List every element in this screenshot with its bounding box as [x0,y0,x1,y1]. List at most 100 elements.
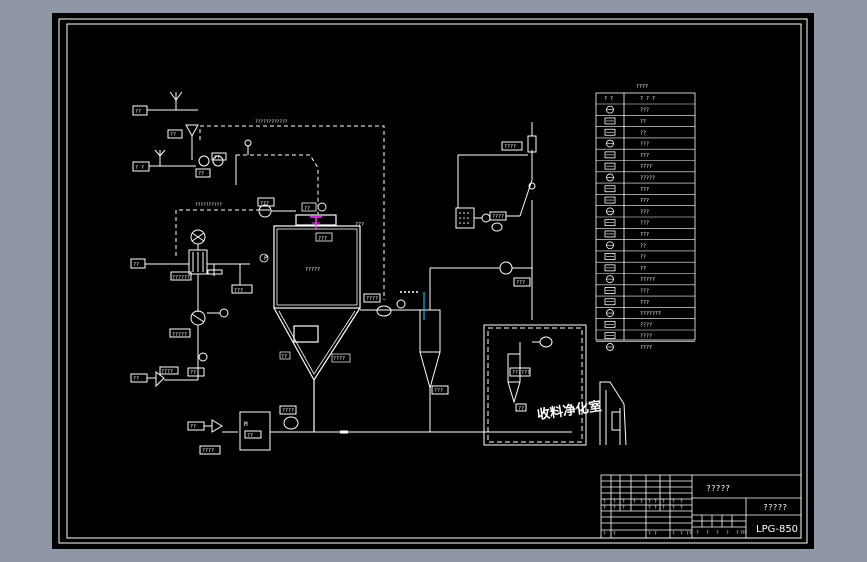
filter-low-label: ????? [172,332,187,338]
title-block-cell: ? [654,505,657,511]
title-block-cell: ? [648,505,651,511]
title-block-cell: ? [613,531,616,537]
legend-row-label: ??? [640,108,649,114]
legend-row-label: ??? [640,198,649,204]
tower-tag: ??? [355,222,364,228]
tank-mark: M [244,421,248,428]
title-block-cell: ? [672,505,675,511]
bottom-tag: ?? [281,354,287,360]
feed-inlet-label: ?? [133,376,139,382]
title-block-cell: ? [662,505,665,511]
title-block-cell: ? [603,505,606,511]
legend-row-label: ?? [640,243,646,249]
motor-icon [604,264,616,272]
damper-icon [604,185,616,193]
title-block-scale: ? [706,530,709,536]
pump-tag-2: ?? [214,155,220,161]
legend-row-label: ?? [640,130,646,136]
flowmeter-icon [606,241,614,250]
silencer-icon [606,343,614,351]
exhaust-grid [459,212,469,224]
atomizer-icon [604,320,616,328]
title-block-cell: ? [654,499,657,505]
atomizer-tag: ??? [318,236,327,242]
title-block-cell: ? [633,499,636,505]
fan-top-label: ??? [260,201,269,207]
water-tag-2: ??? [234,288,243,294]
title-block-cell: ? [689,531,692,537]
bottom-tag-box [279,351,291,360]
title-block-scale: ? [744,530,747,536]
pump-tag: ?? [198,171,204,177]
title-box-1: ????? [706,484,730,493]
legend-row-label: ????? [640,277,655,283]
title-block-scale: ? [742,530,745,536]
relief-valve-icon [604,162,616,170]
pump-bottom-label: ?? [190,424,196,430]
top-line-label: ???????????? [255,119,288,125]
filter-tag: ?? [170,132,176,138]
valve-icon [604,117,616,125]
air-inlet-system [132,91,252,185]
title-block-cell: ? [613,505,616,511]
duct-flow-marks [400,291,418,293]
title-block-cell: ? [680,531,683,537]
title-block-scale: ? [736,530,739,536]
atomizer-icon[interactable] [310,216,322,230]
outlet-tag: ???? [333,356,345,362]
title-block-cell: ? [603,531,606,537]
title-block-cell: ? [648,531,651,537]
legend-row-label: ??? [640,209,649,215]
drying-tower [273,214,361,432]
feed-system [130,358,572,455]
title-block-scale: ? [726,530,729,536]
feed-valve-label: ?? [190,370,196,376]
pump-bottom-2: ???? [282,408,294,414]
legend-row-label: ??? [640,142,649,148]
hot-air-duct [175,125,385,300]
sight-glass-icon [604,298,616,306]
title-block-cell: ? [672,531,675,537]
outlet-tag-box [331,353,351,363]
feed-tag: ?? [304,206,310,212]
pressure-mark: P [264,255,268,262]
filter-icon [606,105,614,114]
title-block-cell: ? [622,499,625,505]
mixer-label: ???? [202,448,214,454]
tower-label: ????? [305,267,320,273]
cyclone2-label: ?????? [512,370,530,376]
legend-title: ???? [636,84,648,90]
legend-row-label: ?? [640,255,646,261]
fan-tag: ???? [492,214,504,220]
feed-tag-box [301,202,317,212]
title-block-cell: ? [680,499,683,505]
gate-valve-icon [604,151,616,159]
legend-row-label: ??????? [640,311,661,317]
legend-rows: ????????????????????????????????????????… [596,103,695,351]
legend-header-symbol: ? ? [604,96,613,102]
title-block-cell: ? [603,499,606,505]
title-block-cell: ? [640,499,643,505]
title-box-2: ????? [763,503,787,512]
title-block-scale: ? [696,530,699,536]
box-fan-label: ?? [518,406,524,412]
feed-small-label: ???? [161,369,173,375]
legend-row-label: ???? [640,345,652,351]
exhaust-fan-system [455,141,533,232]
legend-row-label: ??? [640,300,649,306]
gauge-icon-tower[interactable] [259,253,269,263]
collection-room [483,324,587,446]
level-icon [606,275,614,284]
heater-inlet-label: ?? [133,262,139,268]
title-block-cell: ? [672,499,675,505]
regulating-valve-icon [606,173,614,182]
cyclone-tag: ???? [366,296,378,302]
outer-border [58,18,808,544]
gauge-icon [604,230,616,238]
sensor-icon [604,332,616,340]
tank-label: ?? [247,433,253,439]
title-block-cell: ? [654,531,657,537]
heater-icon [604,219,616,227]
exhaust-tag: ???? [504,144,516,150]
